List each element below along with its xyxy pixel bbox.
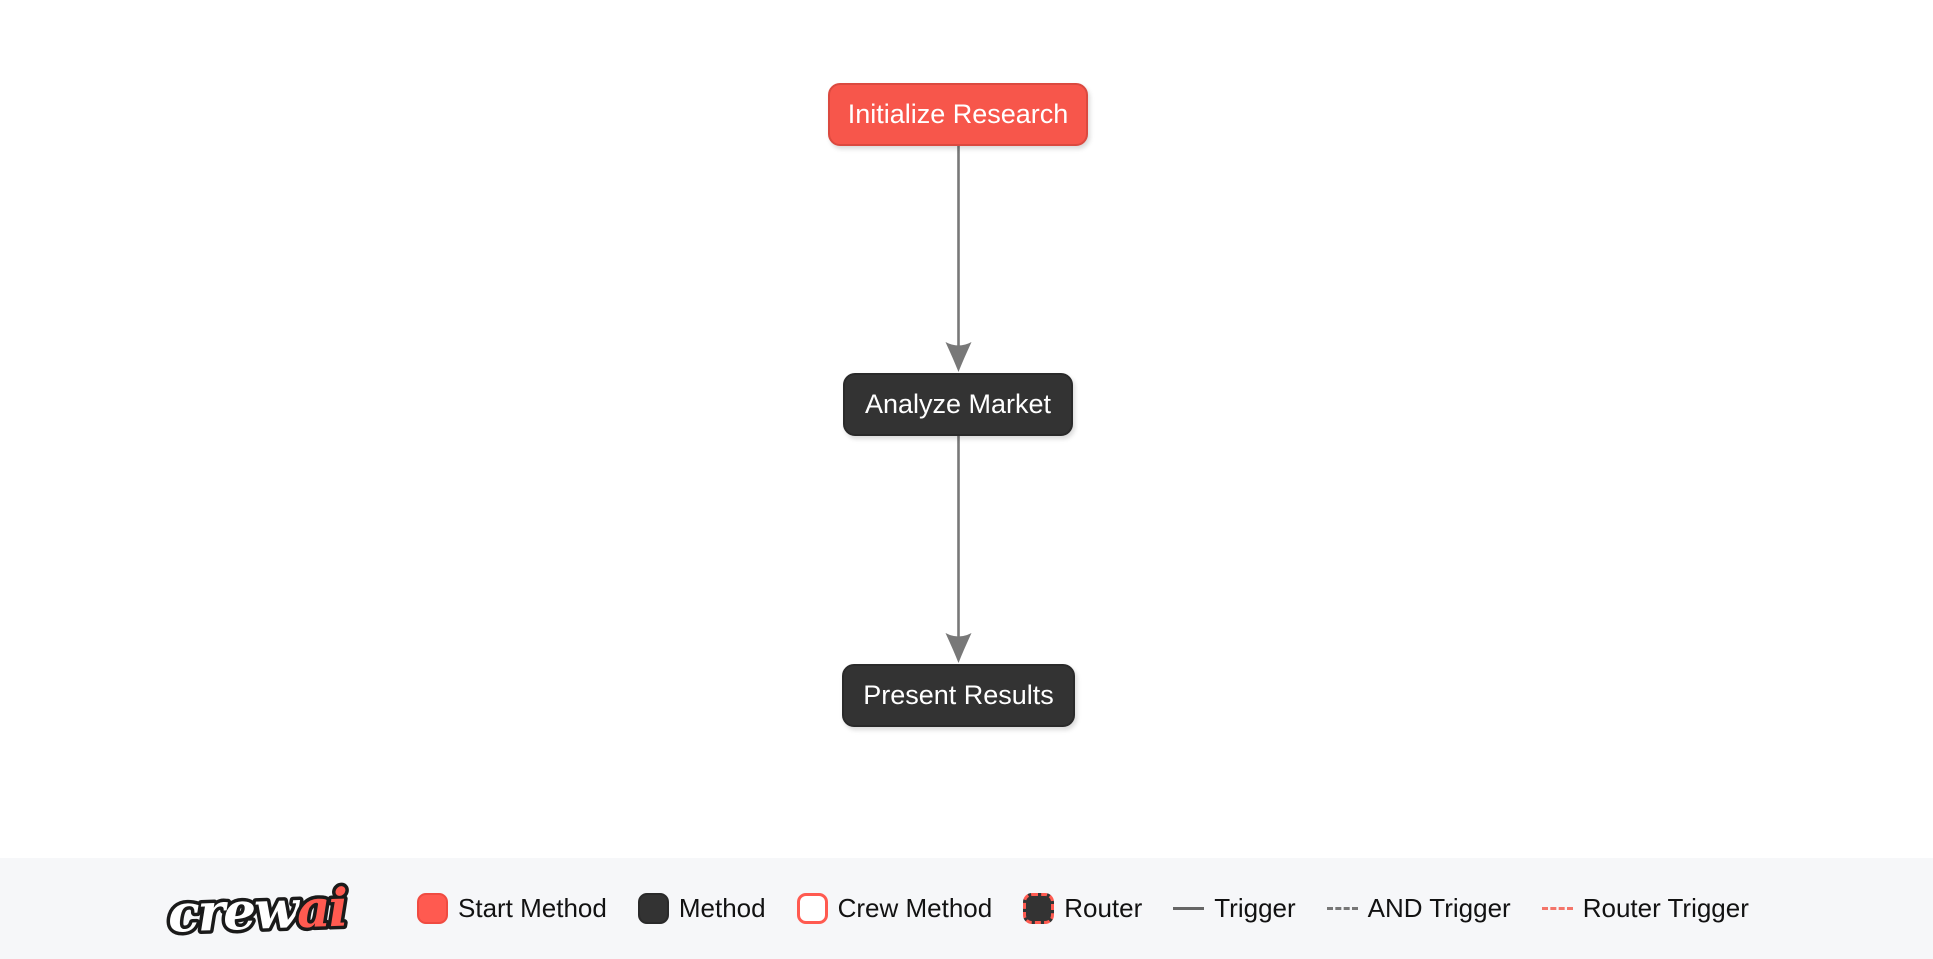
flow-node-label: Present Results	[863, 680, 1054, 710]
flow-node-initialize-research[interactable]: Initialize Research	[828, 83, 1088, 146]
logo-ai-text: ai	[296, 877, 348, 940]
crewai-logo: crewai	[163, 873, 351, 947]
legend-item-method: Method	[637, 893, 766, 924]
and-trigger-line-icon	[1326, 907, 1358, 910]
flow-node-label: Analyze Market	[864, 389, 1052, 419]
legend-label-router-trigger: Router Trigger	[1582, 893, 1749, 923]
logo-crew-text: crew	[167, 879, 302, 945]
router-swatch-icon	[1023, 893, 1055, 924]
svg-text:crewai: crewai	[167, 877, 348, 944]
method-swatch-icon	[637, 893, 669, 924]
edge-trigger-analyze-to-present	[945, 436, 972, 663]
legend-item-trigger: Trigger	[1173, 893, 1296, 924]
legend-label-and-trigger: AND Trigger	[1367, 893, 1511, 923]
start-method-swatch-icon	[417, 893, 448, 924]
flow-node-present-results[interactable]: Present Results	[842, 664, 1075, 727]
legend-label-crew-method: Crew Method	[837, 893, 993, 923]
legend-bar: crewai Start Method Method Crew Method R…	[0, 858, 1933, 959]
legend-label-start-method: Start Method	[458, 893, 607, 923]
legend-item-router: Router	[1023, 893, 1142, 924]
flow-node-analyze-market[interactable]: Analyze Market	[843, 373, 1073, 436]
legend-label-method: Method	[678, 893, 766, 923]
crew-method-swatch-icon	[796, 893, 828, 924]
legend-label-trigger: Trigger	[1214, 893, 1296, 923]
legend-label-router: Router	[1064, 893, 1143, 923]
legend-item-crew-method: Crew Method	[796, 893, 993, 924]
flow-node-label: Initialize Research	[847, 99, 1069, 129]
edge-trigger-init-to-analyze	[945, 146, 972, 372]
flow-canvas[interactable]: Initialize Research Analyze Market Prese…	[0, 0, 1933, 858]
legend-item-and-trigger: AND Trigger	[1326, 893, 1511, 924]
legend-item-router-trigger: Router Trigger	[1541, 893, 1749, 924]
trigger-line-icon	[1173, 907, 1205, 910]
router-trigger-line-icon	[1541, 907, 1573, 910]
legend-item-start-method: Start Method	[417, 893, 607, 924]
